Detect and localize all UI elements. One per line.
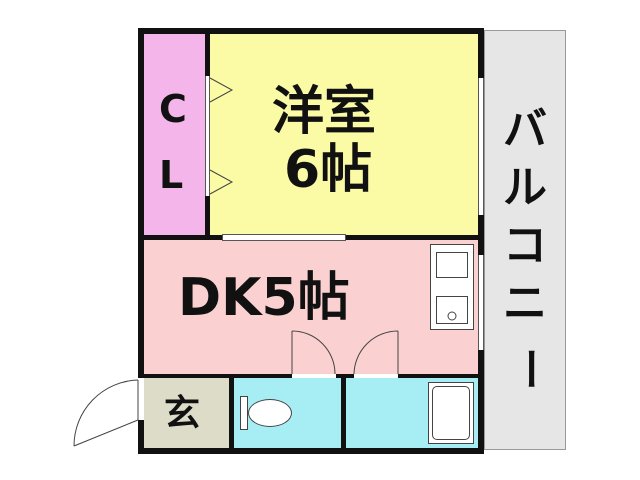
bathtub-inner <box>432 386 470 440</box>
wall-bottom <box>138 448 484 454</box>
balcony-char-4: ニ <box>503 278 547 329</box>
closet <box>144 34 208 235</box>
kitchen-sink <box>436 252 468 278</box>
balcony-label: バ ル コ ニ ー <box>484 108 566 398</box>
entrance <box>144 378 230 448</box>
balcony-char-5: ー <box>502 347 553 391</box>
western-room <box>208 34 478 235</box>
wall-dk-wet-right <box>398 374 478 378</box>
balcony <box>484 30 566 450</box>
wall-entrance-toilet <box>229 374 234 448</box>
wall-toilet-bath <box>341 374 346 448</box>
toilet-bowl <box>248 399 292 427</box>
wall-room-dk-right <box>346 235 478 240</box>
window-dk <box>478 255 484 350</box>
closet-door-lower[interactable] <box>205 136 210 196</box>
window-western-room <box>478 78 484 215</box>
dk-label: DK5帖 <box>178 268 350 328</box>
wall-left-upper <box>138 28 144 378</box>
balcony-char-1: バ <box>503 104 547 155</box>
wall-top <box>138 28 484 34</box>
closet-label-top: C <box>159 87 187 131</box>
balcony-char-3: コ <box>503 220 547 271</box>
wall-room-dk-left <box>144 235 222 240</box>
western-room-size: 6帖 <box>284 140 373 200</box>
balcony-char-2: ル <box>503 162 547 213</box>
wall-left-lower <box>138 420 144 454</box>
bathtub <box>428 382 474 444</box>
kitchen-counter <box>430 244 474 330</box>
wall-right-middle <box>478 215 484 255</box>
wall-dk-wet-left <box>144 374 292 378</box>
wall-closet-divider-top <box>205 34 210 76</box>
western-room-name: 洋室 <box>272 82 377 142</box>
stove-icon <box>436 296 468 324</box>
wall-right-top <box>478 28 484 78</box>
entrance-label: 玄 <box>164 393 201 434</box>
closet-label-bottom: L <box>159 153 184 197</box>
closet-door-upper[interactable] <box>205 76 210 136</box>
toilet-tank <box>240 396 248 430</box>
wall-right-bottom <box>478 350 484 454</box>
sliding-door[interactable] <box>222 234 346 241</box>
wall-closet-divider-bottom <box>205 196 210 240</box>
dining-kitchen <box>144 240 478 374</box>
